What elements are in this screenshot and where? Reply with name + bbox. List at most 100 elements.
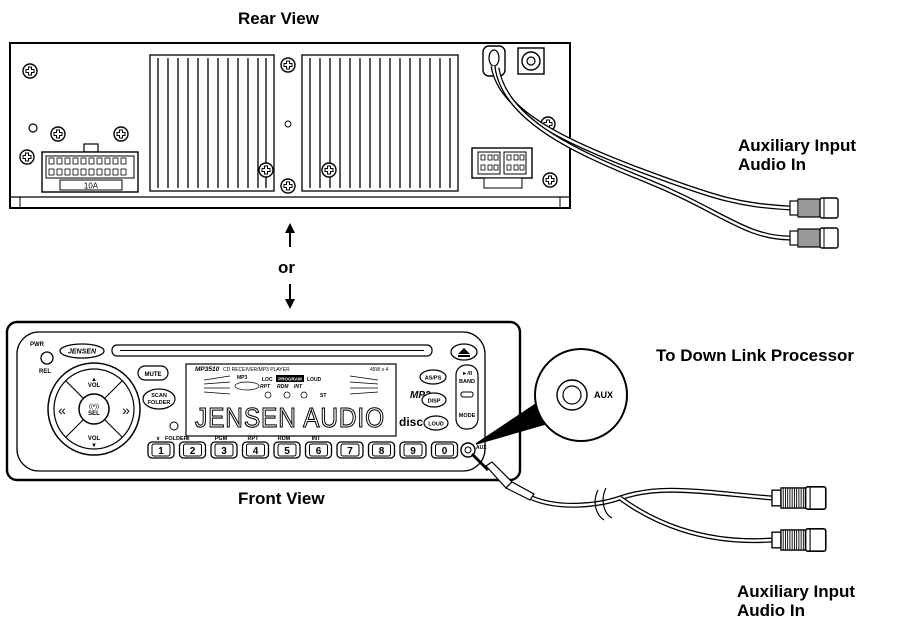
disc-logo: disc xyxy=(399,415,423,429)
mount-hole-icon xyxy=(28,123,38,133)
seek-back-icon[interactable]: « xyxy=(58,402,66,418)
front-view-label: Front View xyxy=(238,489,325,508)
preset-button-5[interactable]: 5 xyxy=(273,441,301,459)
preset-button-label: 7 xyxy=(347,446,353,457)
screw-icon xyxy=(280,57,296,73)
preset-button-label: 2 xyxy=(190,446,196,457)
screw-icon xyxy=(542,172,558,188)
brand-label: JENSEN xyxy=(68,349,97,356)
preset-button-1[interactable]: 1 xyxy=(147,441,175,459)
model-label: MP3510 xyxy=(195,366,220,373)
rpt-indicator: RPT xyxy=(260,384,271,390)
aux-input-bottom-label-line1: Auxiliary Input xyxy=(737,582,856,601)
down-link-processor-label: To Down Link Processor xyxy=(656,346,855,365)
loud-indicator: LOUD xyxy=(307,377,322,383)
mp3-indicator: MP3 xyxy=(237,375,248,381)
display-text: JENSEN AUDIO xyxy=(195,402,385,433)
preset-button-2[interactable]: 2 xyxy=(178,441,207,459)
vol-down-arrow-icon: ▼ xyxy=(91,443,97,449)
lcd-segments-icon xyxy=(203,375,379,399)
loud-button[interactable] xyxy=(423,415,449,431)
loc-indicator: LOC xyxy=(262,377,273,383)
aux-input-top-label-line2: Audio In xyxy=(738,155,806,174)
as-ps-button[interactable] xyxy=(419,369,447,385)
rear-view-chassis: 10A xyxy=(9,42,571,209)
rca-plug-icon xyxy=(789,227,839,249)
vol-up-arrow-icon: ▲ xyxy=(91,377,97,383)
folder-down-icon: ∨ xyxy=(156,436,160,442)
heatsink-left xyxy=(149,54,275,192)
front-aux-cable xyxy=(531,487,773,544)
or-label: or xyxy=(278,258,295,277)
rel-label: REL xyxy=(39,369,51,375)
sel-wave-icon: ((•)) xyxy=(89,404,99,410)
preset-button-0[interactable]: 0 xyxy=(430,441,459,459)
mute-button[interactable] xyxy=(137,365,169,381)
screw-icon xyxy=(22,63,38,79)
down-arrow-icon xyxy=(285,284,295,309)
band-label: BAND xyxy=(459,379,475,385)
preset-button-4[interactable]: 4 xyxy=(241,441,270,459)
preset-button-3[interactable]: 3 xyxy=(210,441,238,459)
screw-icon xyxy=(321,162,337,178)
seek-forward-icon[interactable]: » xyxy=(122,402,130,418)
as-ps-label: AS/PS xyxy=(425,376,442,382)
aux-jack-label: AUX xyxy=(476,445,487,451)
program-indicator: PROGRAM xyxy=(278,377,302,382)
screw-icon xyxy=(19,149,35,165)
preset-button-label: 8 xyxy=(379,446,385,457)
scan-folder-button[interactable] xyxy=(142,388,176,410)
eject-button[interactable] xyxy=(450,343,478,361)
preset-button-label: 6 xyxy=(316,446,322,457)
preset-button-label: 4 xyxy=(253,446,259,457)
mini-plug-icon xyxy=(470,452,535,501)
power-label: 45W x 4 xyxy=(370,367,389,373)
st-indicator: ST xyxy=(320,393,326,399)
preset-button-7[interactable]: 7 xyxy=(336,441,364,459)
ir-sensor-icon xyxy=(169,421,179,431)
preset-label-rdm: RDM xyxy=(278,436,291,442)
lcd-indicators: MP3 LOC PROGRAM LOUD RPT RDM INT ST xyxy=(237,375,326,399)
aux-callout xyxy=(475,348,628,445)
band-mode-rocker[interactable] xyxy=(455,364,479,430)
model-sub-label: CD RECEIVER/MP3 PLAYER xyxy=(223,367,290,373)
wiring-harness-connector xyxy=(41,143,139,193)
rdm-indicator: RDM xyxy=(277,384,289,390)
preset-button-label: 9 xyxy=(410,446,416,457)
preset-button-label: 0 xyxy=(442,446,448,457)
jensen-logo xyxy=(59,343,105,359)
preset-button-label: 3 xyxy=(221,446,227,457)
screw-icon xyxy=(280,178,296,194)
scan-label: SCAN xyxy=(151,393,167,399)
aux-input-bottom-label-line2: Audio In xyxy=(737,601,805,620)
pwr-label: PWR xyxy=(30,342,45,348)
folder-label: FOLDER xyxy=(165,436,188,442)
rear-view-label: Rear View xyxy=(238,9,319,28)
release-button[interactable] xyxy=(40,351,54,365)
vol-down-label: VOL xyxy=(88,436,101,442)
preset-button-6[interactable]: 6 xyxy=(304,441,333,459)
folder-btn-label: FOLDER xyxy=(148,400,171,406)
disp-label: DISP xyxy=(428,399,441,405)
vol-up-label: VOL xyxy=(88,383,101,389)
up-arrow-icon xyxy=(285,223,295,247)
preset-button-9[interactable]: 9 xyxy=(399,441,427,459)
screw-icon xyxy=(113,126,129,142)
mode-label: MODE xyxy=(459,413,476,419)
screw-icon xyxy=(258,162,274,178)
screw-icon xyxy=(50,126,66,142)
fuse-label: 10A xyxy=(84,182,99,191)
sel-label: SEL xyxy=(88,411,100,417)
rca-plug-icon xyxy=(789,197,839,219)
mount-hole-icon xyxy=(284,120,292,128)
rca-plug-icon xyxy=(771,486,827,510)
mp3-logo: MP3 xyxy=(410,390,431,401)
antenna-connector xyxy=(471,147,533,189)
disp-button[interactable] xyxy=(421,392,447,408)
preset-button-8[interactable]: 8 xyxy=(367,441,396,459)
preset-button-label: 1 xyxy=(158,446,164,457)
folder-up-icon: ∧ xyxy=(186,436,190,442)
rear-aux-cable xyxy=(490,65,791,241)
heatsink-right xyxy=(301,54,459,192)
volume-rocker[interactable] xyxy=(47,362,141,456)
